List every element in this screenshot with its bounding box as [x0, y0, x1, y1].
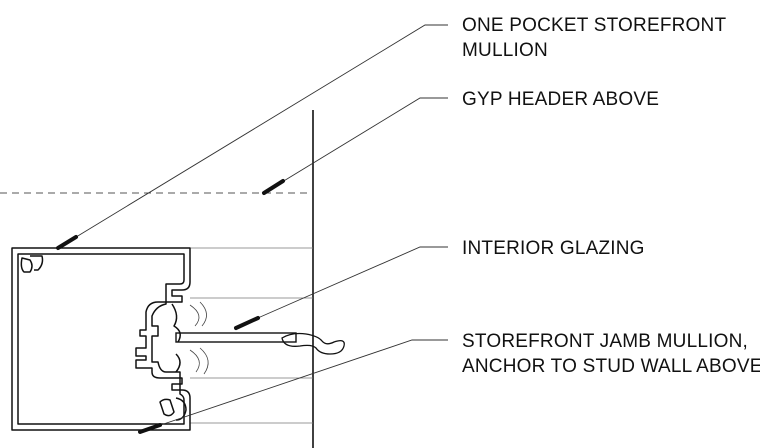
tick-gyp-header — [262, 179, 285, 195]
leader-glazing — [234, 246, 448, 329]
callout-gyp-header: GYP HEADER ABOVE — [462, 87, 659, 112]
callout-gyp-header-line-1: GYP HEADER ABOVE — [462, 89, 660, 110]
leader-lines — [57, 24, 448, 433]
callout-jamb-line-2: ANCHOR TO STUD WALL ABOVE — [462, 356, 760, 377]
tick-jamb — [138, 423, 162, 434]
tick-glazing — [234, 316, 260, 330]
callout-mullion-line-2: MULLION — [462, 40, 548, 61]
leader-gyp-header — [263, 97, 448, 194]
leader-ticks — [56, 179, 285, 434]
callout-glazing: INTERIOR GLAZING — [462, 236, 645, 261]
leader-jamb — [139, 339, 448, 433]
tick-mullion — [56, 235, 78, 250]
callout-mullion: ONE POCKET STOREFRONT MULLION — [462, 13, 726, 63]
callout-jamb-line-1: STOREFRONT JAMB MULLION, — [462, 331, 748, 352]
sealant-bead — [281, 332, 345, 355]
interior-glazing-lite — [175, 332, 297, 343]
callout-jamb: STOREFRONT JAMB MULLION, ANCHOR TO STUD … — [462, 329, 760, 379]
storefront-mullion-profile — [11, 247, 191, 431]
leader-mullion — [57, 24, 448, 249]
cavity-hatch — [189, 301, 209, 375]
callout-mullion-line-1: ONE POCKET STOREFRONT — [462, 15, 727, 36]
callout-glazing-line-1: INTERIOR GLAZING — [462, 238, 645, 259]
projection-lines — [190, 247, 313, 424]
